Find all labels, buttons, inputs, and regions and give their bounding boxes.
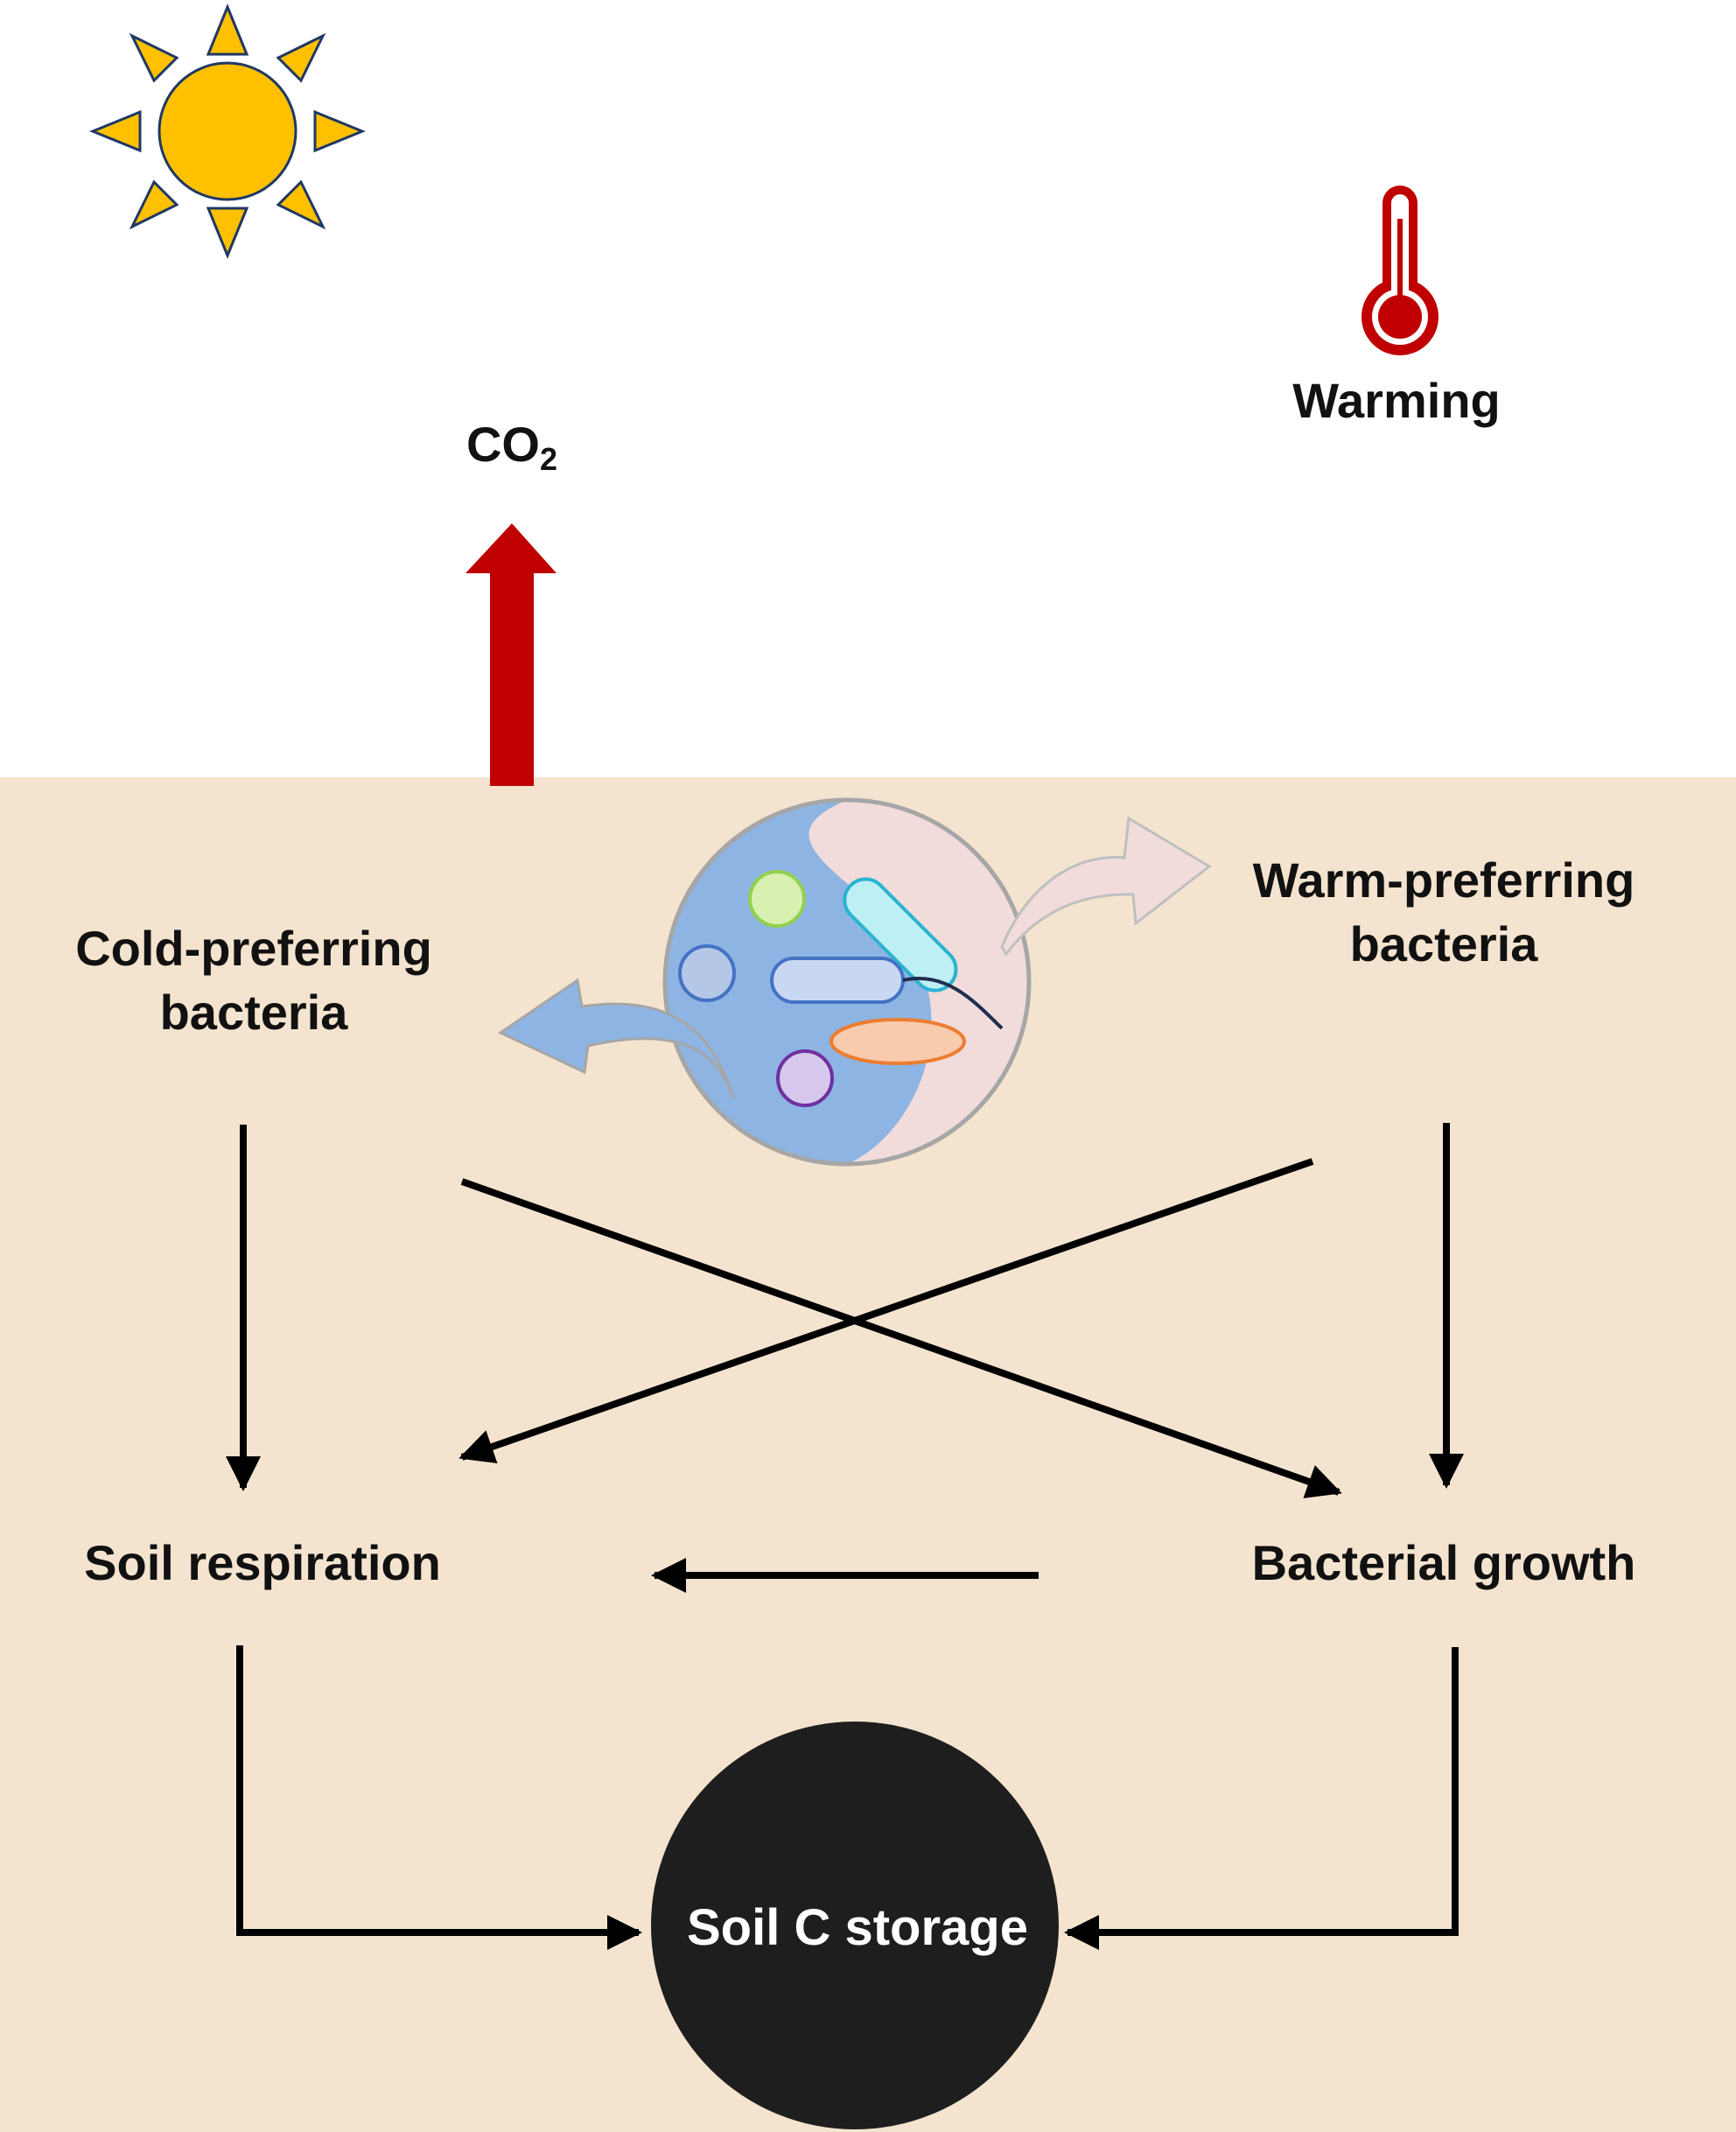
arrow-growth-to-storage [1064,1647,1459,1950]
soil-respiration-label: Soil respiration [35,1532,490,1595]
flow-arrows [226,1123,1464,1950]
co2-label: CO2 [411,413,612,480]
warm-curved-arrow [1000,816,1212,957]
warming-text: Warming [1292,373,1501,428]
arrow-respiration-to-storage [236,1645,642,1950]
cold-label-line1: Cold-preferring [75,921,432,976]
cold-preferring-bacteria-label: Cold-preferring bacteria [35,917,472,1045]
bacterial-growth-label: Bacterial growth [1208,1532,1680,1595]
soil-c-storage-text: Soil C storage [687,1899,1028,1956]
soil-respiration-text: Soil respiration [84,1535,441,1590]
thermometer-icon [1362,186,1438,355]
co2-text: CO [466,417,540,472]
warm-label-line2: bacteria [1349,915,1538,971]
arrow-cold-to-growth [460,1178,1342,1498]
warm-label-line1: Warm-preferring [1252,852,1635,908]
soil-c-storage-label: Soil C storage [648,1895,1068,1960]
cold-curved-arrow [497,978,735,1099]
co2-subscript: 2 [539,441,558,477]
warming-label: Warming [1222,369,1572,433]
bacterial-growth-text: Bacterial growth [1251,1535,1636,1590]
arrow-warm-to-respiration [458,1158,1314,1464]
cold-label-line2: bacteria [159,984,348,1040]
sun-icon [89,4,366,259]
bacteria-community-icon [662,797,1032,1167]
soil-c-storage-circle [651,1722,1059,2129]
warm-preferring-bacteria-label: Warm-preferring bacteria [1208,849,1680,977]
co2-arrow [466,523,556,786]
